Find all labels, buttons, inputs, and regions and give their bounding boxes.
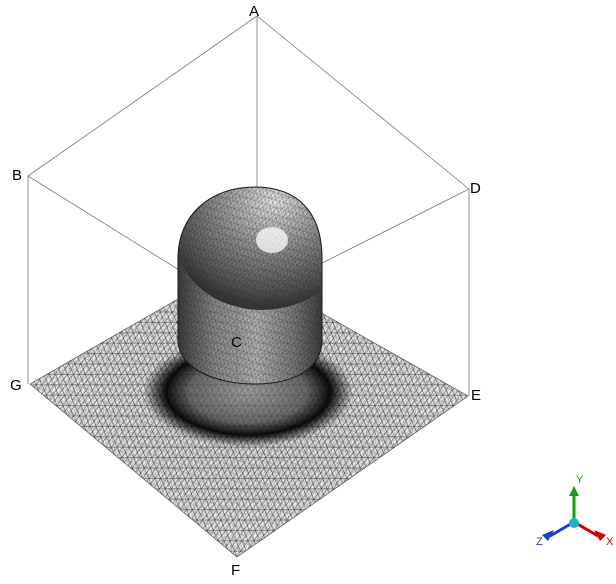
vertex-label-d: D	[470, 180, 481, 197]
y-axis-arrow	[569, 486, 579, 496]
x-axis-arrow	[594, 530, 606, 541]
vertex-label-g: G	[10, 377, 22, 394]
axis-triad[interactable]: Y X Z	[536, 474, 614, 548]
axis-origin-sphere	[569, 518, 579, 528]
vertex-label-b: B	[12, 167, 22, 184]
x-axis-label: X	[606, 536, 614, 548]
z-axis-arrow	[542, 530, 554, 541]
vertex-labels: A B C D E F G	[10, 3, 481, 579]
vertex-label-c: C	[231, 334, 242, 351]
y-axis-label: Y	[576, 474, 584, 486]
z-axis-label: Z	[536, 536, 543, 548]
vertex-label-f: F	[231, 562, 240, 579]
vertex-label-e: E	[471, 387, 481, 404]
capsule-mesh[interactable]	[170, 170, 347, 390]
bounding-box-front	[27, 176, 470, 396]
vertex-label-a: A	[249, 3, 259, 20]
